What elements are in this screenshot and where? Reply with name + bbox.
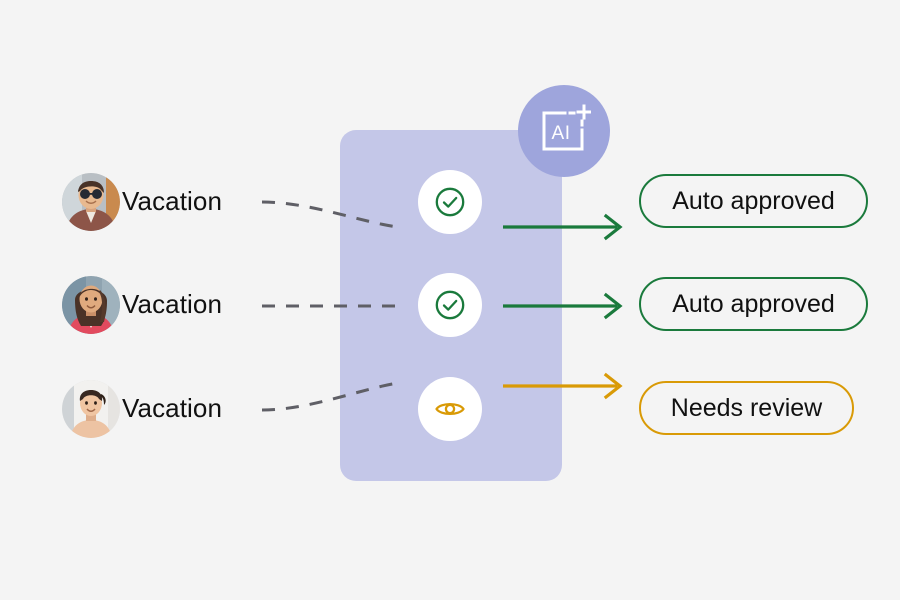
outcome-label: Needs review [670, 393, 823, 422]
outcome-badge[interactable]: Auto approved [639, 174, 868, 228]
request-row: Vacation Auto approved [0, 273, 900, 340]
request-row: Vacation Needs review [0, 377, 900, 444]
request-label: Vacation [122, 289, 223, 319]
outcome-label: Auto approved [672, 289, 835, 318]
avatar [62, 380, 120, 438]
eye-icon [435, 402, 465, 416]
avatar-person-long-hair [62, 276, 120, 334]
request-label: Vacation [122, 186, 223, 216]
outcome-label: Auto approved [672, 186, 835, 215]
svg-text:AI: AI [552, 123, 571, 144]
avatar-person-sunglasses [62, 173, 120, 231]
request-label: Vacation [122, 393, 223, 423]
status-bubble[interactable] [418, 377, 482, 441]
check-circle-icon [435, 187, 465, 217]
outcome-badge[interactable]: Auto approved [639, 277, 868, 331]
avatar [62, 276, 120, 334]
request-row: Vacation Auto approved [0, 170, 900, 237]
ai-badge[interactable]: AI [518, 85, 610, 177]
ai-document-plus-icon: AI [542, 104, 591, 151]
avatar [62, 173, 120, 231]
avatar-person-updo [62, 380, 120, 438]
status-bubble[interactable] [418, 273, 482, 337]
status-bubble[interactable] [418, 170, 482, 234]
check-circle-icon [435, 290, 465, 320]
outcome-badge[interactable]: Needs review [639, 381, 854, 435]
